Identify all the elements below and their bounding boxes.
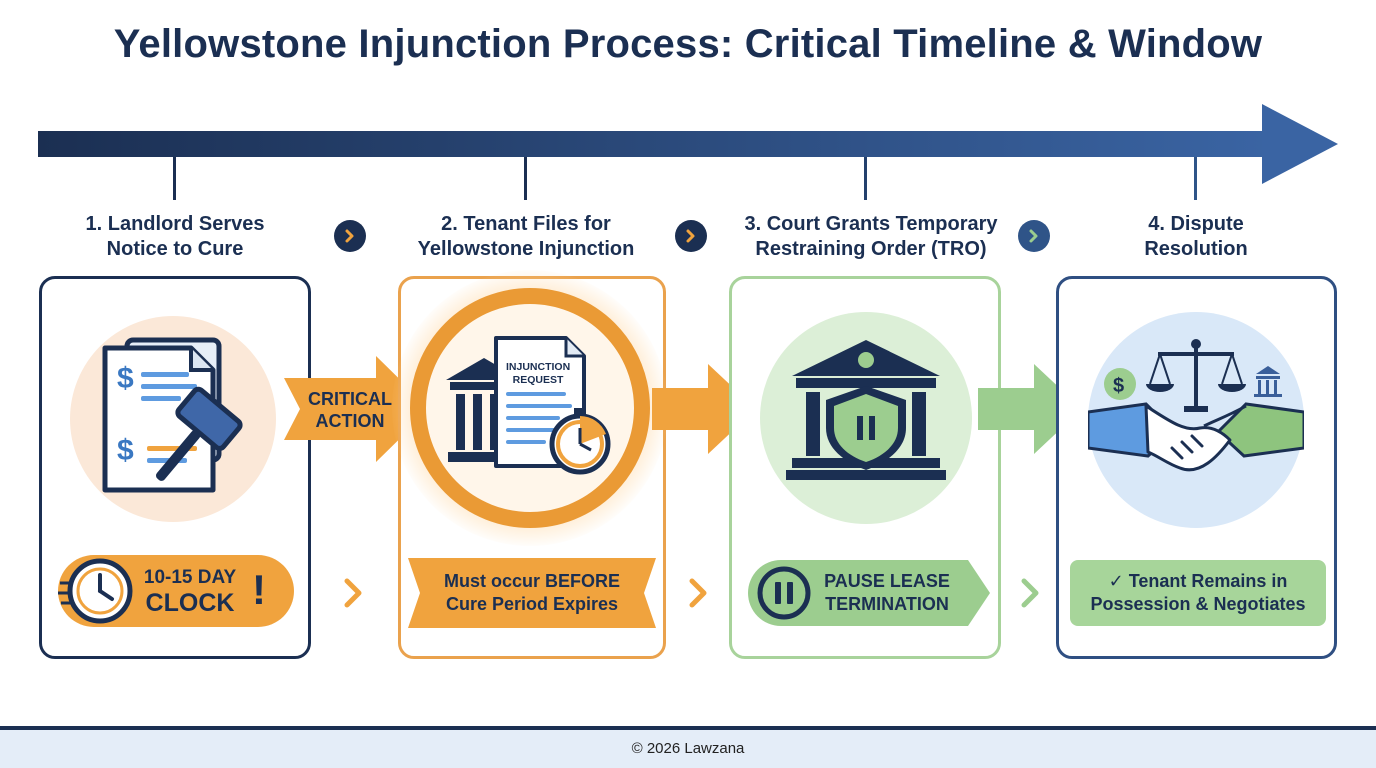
chevron-right-icon [1018,220,1050,252]
step-3-badge [748,560,990,626]
notice-document-gavel-icon: $ $ [102,337,243,493]
step-1-clock-line-2: CLOCK [145,589,235,617]
step-2-banner-line-1: Must occur BEFORE [443,571,621,591]
step-3-heading: 3. Court Grants Temporary Restraining Or… [716,212,1026,262]
critical-action-line-1: CRITICAL [308,389,392,409]
critical-action-label: CRITICAL ACTION [296,388,404,432]
step-3-heading-line-2: Restraining Order (TRO) [755,238,987,260]
step-1-heading-line-1: 1. Landlord Serves [85,213,265,235]
handshake-scales-icon: $ [1088,339,1304,472]
step-1-clock-line-1: 10-15 DAY [143,567,237,588]
svg-text:$: $ [117,434,134,467]
step-4-badge [1070,560,1326,626]
timeline-tick-2 [524,157,527,200]
pause-icon [757,566,811,620]
step-2-heading: 2. Tenant Files for Yellowstone Injuncti… [376,212,676,262]
timeline-tick-3 [864,157,867,200]
step-4-heading: 4. Dispute Resolution [1046,212,1346,262]
critical-action-line-2: ACTION [315,411,385,431]
step-2-heading-line-1: 2. Tenant Files for [441,213,611,235]
step-4-heading-line-2: Resolution [1144,238,1248,260]
page-title: Yellowstone Injunction Process: Critical… [113,22,1263,66]
svg-text:$: $ [1113,375,1124,397]
checkmark-icon: ✓ [1108,571,1124,591]
courthouse-shield-icon [786,340,946,480]
step-4-heading-line-1: 4. Dispute [1148,213,1244,235]
svg-text:$: $ [117,362,134,395]
chevron-right-icon [689,578,707,608]
step-3-badge-text: PAUSE LEASE TERMINATION [812,570,962,616]
injunction-request-line-2: REQUEST [512,374,564,386]
chevron-right-icon [1021,578,1039,608]
timeline-tick-1 [173,157,176,200]
step-4-badge-line-1: Tenant Remains in [1128,571,1288,591]
timeline-arrow [38,104,1338,200]
injunction-request-line-1: INJUNCTION [506,361,571,373]
step-1-heading: 1. Landlord Serves Notice to Cure [25,212,325,262]
footer-divider [0,726,1376,730]
footer-copyright: © 2026 Lawzana [0,730,1376,768]
injunction-request-label: INJUNCTION REQUEST [506,361,570,387]
timeline-tick-4 [1194,157,1197,200]
stopwatch-icon [58,558,133,624]
step-4-badge-text: ✓ Tenant Remains in Possession & Negotia… [1070,570,1326,616]
step-2-heading-line-2: Yellowstone Injunction [417,238,635,260]
injunction-request-icon [446,336,611,475]
chevron-right-icon [344,578,362,608]
step-2-banner-line-2: Cure Period Expires [445,594,619,614]
chevron-right-icon [675,220,707,252]
step-1-clock-label: 10-15 DAY CLOCK [140,567,240,617]
step-2-banner [408,558,656,628]
step-1-heading-line-2: Notice to Cure [106,238,244,260]
exclamation-icon: ! [252,566,266,613]
chevron-right-icon [334,220,366,252]
step-3-badge-line-1: PAUSE LEASE [824,571,950,591]
step-4-badge-line-2: Possession & Negotiates [1090,594,1306,614]
step-3-badge-line-2: TERMINATION [825,594,949,614]
step-2-banner-text: Must occur BEFORE Cure Period Expires [420,570,644,616]
step-3-heading-line-1: 3. Court Grants Temporary [744,213,998,235]
